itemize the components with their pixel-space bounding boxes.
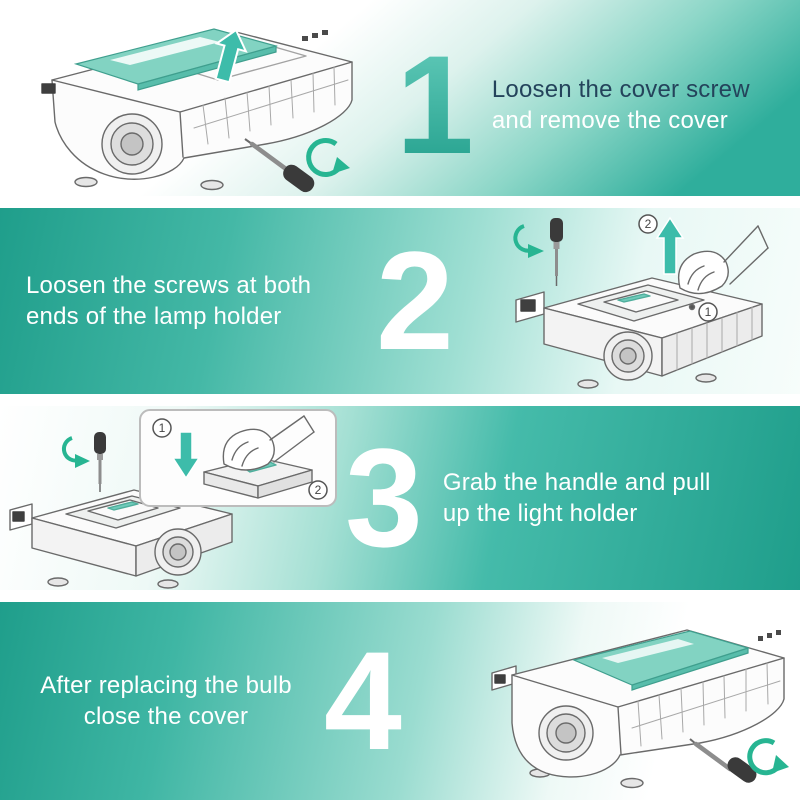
power-inlet <box>520 299 536 312</box>
step-2-section: Loosen the screws at both ends of the la… <box>0 208 800 394</box>
hand-icon <box>677 225 769 295</box>
marker-badge-2: 2 <box>308 480 328 500</box>
projector-remove-cover-drawing <box>41 28 353 193</box>
svg-text:1: 1 <box>159 421 166 435</box>
step-2-number: 2 <box>376 222 454 379</box>
press-down-arrow-icon <box>171 431 201 480</box>
rear-ports <box>302 30 328 41</box>
projector-foot <box>47 577 69 587</box>
marker-badge-1: 1 <box>152 418 172 438</box>
pull-up-arrow-icon <box>655 216 685 275</box>
lamp-holder <box>603 290 679 313</box>
projector-foot <box>157 579 179 589</box>
projector-foot <box>74 176 98 188</box>
screwdriver-icon <box>244 138 315 193</box>
step-1-caption: Loosen the cover screw and remove the co… <box>492 74 750 136</box>
caption-line: close the cover <box>83 703 249 730</box>
hand-icon <box>222 415 315 471</box>
step-1-section: 1 Loosen the cover screw and remove the … <box>0 0 800 196</box>
svg-text:1: 1 <box>705 305 712 319</box>
lamp-handle <box>617 293 651 303</box>
caption-line: After replacing the bulb <box>40 672 292 699</box>
unscrew-rotate-arrow-icon <box>513 224 544 258</box>
projector-foot <box>577 379 599 389</box>
caption-line: Loosen the cover screw <box>491 76 750 103</box>
step-4-caption: After replacing the bulb close the cover <box>30 670 302 732</box>
caption-line: Grab the handle and pull <box>442 469 711 496</box>
projector-foot <box>200 179 224 191</box>
projector-foot <box>620 777 644 789</box>
lamp-cover <box>572 630 751 691</box>
projector-close-cover-drawing <box>491 629 789 789</box>
projector-pull-handle-drawing: 1 2 <box>9 409 337 589</box>
step-4-illustration <box>482 603 794 799</box>
marker-badge-2: 2 <box>638 214 658 234</box>
step-1-number: 1 <box>396 26 474 183</box>
marker-badge-1: 1 <box>698 302 718 322</box>
lift-up-arrow-icon <box>214 28 248 84</box>
unscrew-rotate-arrow-icon <box>61 436 90 468</box>
svg-text:2: 2 <box>315 483 322 497</box>
step-2-illustration: 2 1 <box>500 208 790 394</box>
step-1-illustration <box>14 0 384 196</box>
screwdriver-icon <box>550 218 563 286</box>
projector-foot <box>695 373 717 383</box>
power-inlet <box>12 511 25 522</box>
caption-line: ends of the lamp holder <box>26 303 282 330</box>
step-3-number: 3 <box>345 419 423 576</box>
step-2-caption: Loosen the screws at both ends of the la… <box>26 270 314 332</box>
projector-body-group <box>515 277 763 389</box>
caption-line: Loosen the screws at both <box>26 272 312 299</box>
step-3-section: 1 2 3 Grab the handle and pull up the li… <box>0 406 800 590</box>
step-4-number: 4 <box>324 622 402 779</box>
screwdriver-icon <box>689 738 757 783</box>
step-3-illustration: 1 2 <box>8 406 343 590</box>
caption-line: and remove the cover <box>491 107 728 134</box>
vent-grille <box>676 306 753 371</box>
screw <box>688 303 696 311</box>
projector-body-group <box>491 629 785 789</box>
vent-grille <box>631 662 781 747</box>
tighten-rotate-arrow-icon <box>747 738 789 776</box>
step-3-caption: Grab the handle and pull up the light ho… <box>443 467 711 529</box>
lamp-handle <box>107 501 139 511</box>
power-inlet <box>494 674 506 684</box>
lamp-holder <box>87 499 159 521</box>
projector-unscrew-lamp-drawing: 2 1 <box>513 214 769 389</box>
rear-ports <box>758 630 781 641</box>
unscrew-rotate-arrow-icon <box>306 138 350 177</box>
vent-grille <box>193 66 349 145</box>
screwdriver-icon <box>94 432 106 492</box>
step-4-section: After replacing the bulb close the cover… <box>0 602 800 800</box>
svg-text:2: 2 <box>645 217 652 231</box>
caption-line: up the light holder <box>442 500 638 527</box>
power-inlet <box>41 83 56 94</box>
inset-panel: 1 2 <box>139 409 337 507</box>
